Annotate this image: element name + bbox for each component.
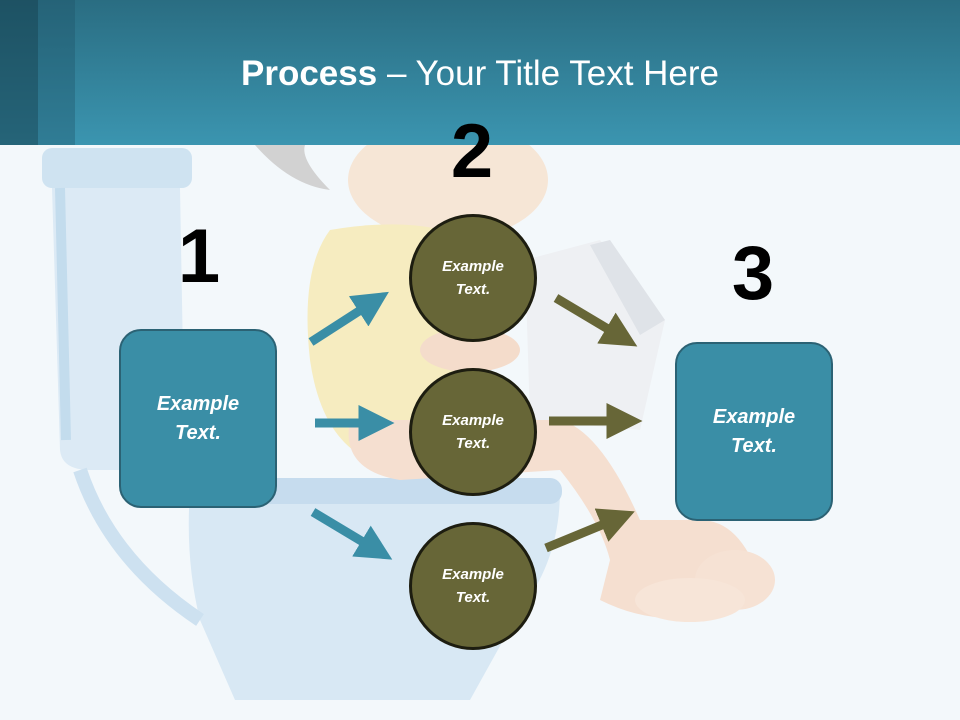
- title-bold: Process: [241, 54, 378, 93]
- arrow-1-to-circle-top: [308, 291, 389, 346]
- title-bar: Process – Your Title Text Here: [0, 0, 960, 145]
- step-1-text-line1: Example: [156, 392, 240, 415]
- step-number-2: 2: [450, 109, 494, 194]
- slide-title: Process – Your Title Text Here: [0, 52, 960, 96]
- step-2-circle-top: Example Text.: [409, 214, 537, 342]
- step-2-circle-middle: Example Text.: [409, 368, 537, 496]
- circle-bottom-text-line1: Example: [442, 566, 504, 583]
- arrow-1-to-circle-bottom: [310, 508, 393, 560]
- step-1-text-line2: Text.: [175, 421, 221, 444]
- arrow-circle-bottom-to-3: [544, 508, 635, 553]
- step-2-circle-bottom: Example Text.: [409, 522, 537, 650]
- circle-top-text-line1: Example: [442, 258, 504, 275]
- step-1-box: Example Text.: [119, 329, 277, 508]
- step-number-3: 3: [731, 231, 775, 316]
- title-rest: – Your Title Text Here: [377, 54, 719, 93]
- header-accent-strip-secondary: [38, 0, 75, 145]
- circle-middle-text-line2: Text.: [455, 435, 491, 452]
- header-accent-strip: [0, 0, 38, 145]
- circle-top-text-line2: Text.: [455, 281, 491, 298]
- step-3-text-line1: Example: [712, 405, 796, 428]
- circle-middle-text-line1: Example: [442, 412, 504, 429]
- circle-bottom-text-line2: Text.: [455, 589, 491, 606]
- arrow-circle-top-to-3: [553, 294, 638, 347]
- step-3-box: Example Text.: [675, 342, 833, 521]
- step-number-1: 1: [177, 214, 221, 299]
- step-3-text-line2: Text.: [731, 434, 777, 457]
